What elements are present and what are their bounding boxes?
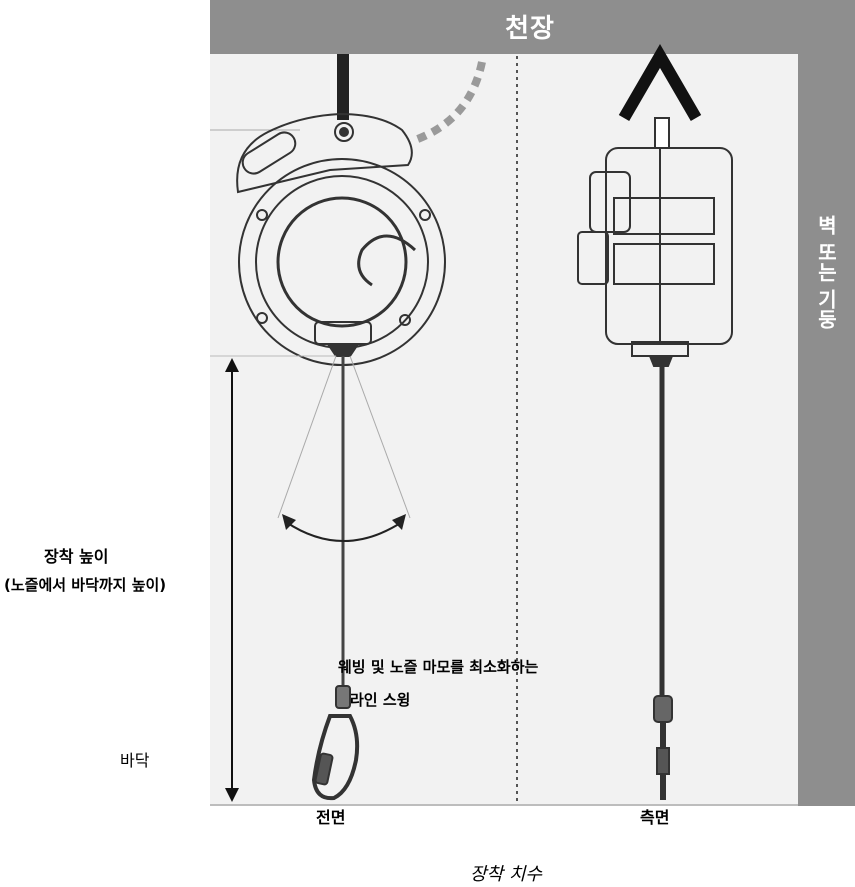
install-height-label-line2: (노즐에서 바닥까지 높이) — [4, 576, 167, 594]
front-device-icon — [210, 54, 486, 366]
figure-caption: 장착 치수 — [470, 864, 542, 885]
front-anchor-hole — [334, 122, 354, 142]
floor-line — [210, 804, 798, 806]
swing-label-line2: 라인 스윙 — [350, 691, 411, 709]
wall — [798, 54, 855, 806]
side-v-strap — [618, 44, 702, 122]
ceiling-label: 천장 — [505, 14, 555, 44]
front-anchor-hole-inner — [339, 127, 349, 137]
install-height-label-line1: 장착 높이 — [44, 547, 109, 566]
front-anchor-housing — [236, 112, 413, 194]
front-strap — [337, 54, 349, 120]
side-view-label: 측면 — [640, 808, 670, 827]
swing-label-line1: 웨빙 및 노즐 마모를 최소화하는 — [338, 658, 539, 676]
side-housing-main — [605, 147, 733, 345]
front-top-arc — [413, 61, 486, 144]
front-swing-right — [349, 355, 411, 519]
front-swing-arrow — [285, 521, 403, 542]
height-arrow-icon — [225, 358, 239, 802]
side-snap-hook-icon — [653, 695, 673, 800]
front-housing-inner — [276, 196, 408, 328]
front-swing-left — [277, 355, 337, 519]
ceiling — [210, 0, 855, 54]
front-c-cutout — [357, 234, 417, 287]
front-handle-slot — [241, 131, 297, 175]
side-device-icon — [577, 44, 733, 367]
wall-label: 벽 또는 기둥 — [814, 215, 838, 329]
floor-label: 바닥 — [120, 751, 150, 770]
room-background — [210, 54, 798, 806]
front-view-label: 전면 — [316, 808, 346, 827]
front-snap-hook-icon — [311, 685, 360, 801]
front-nozzle — [326, 343, 360, 357]
front-housing-outer — [238, 158, 446, 366]
